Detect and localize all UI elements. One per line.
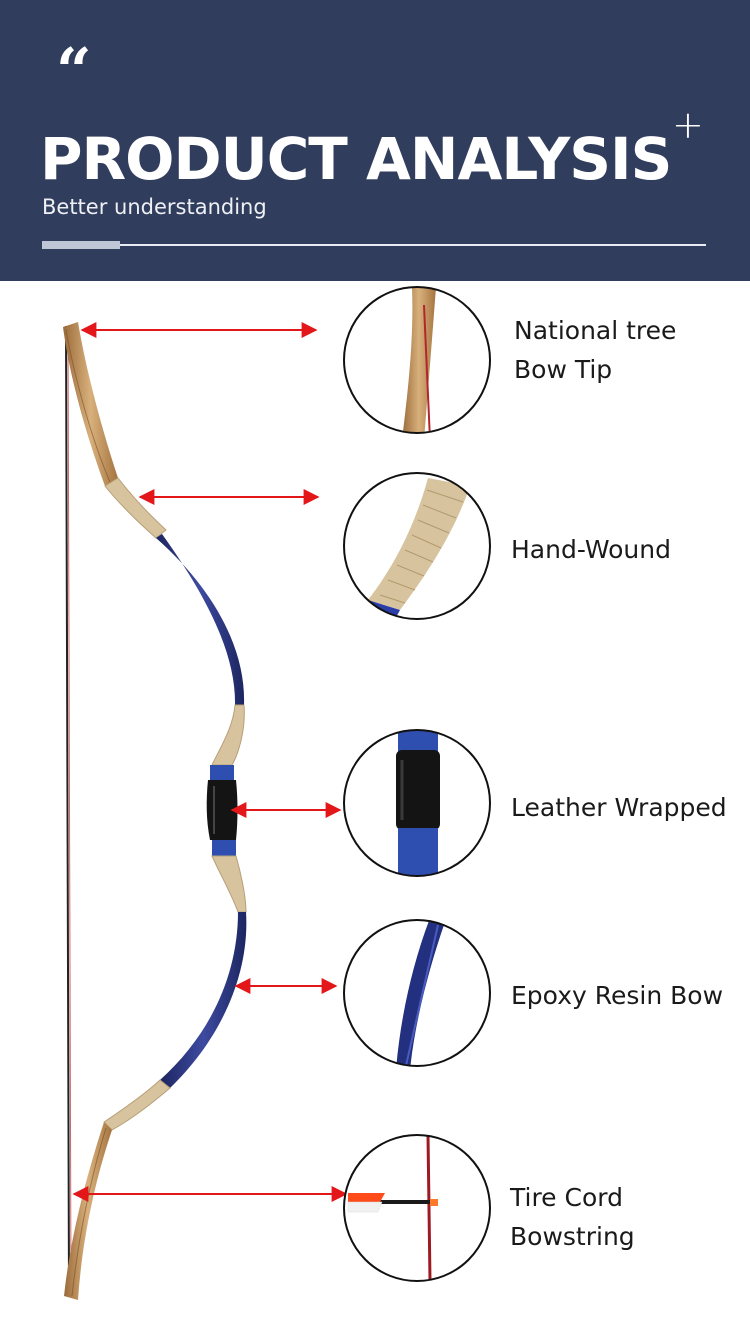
callout-arrows xyxy=(72,322,348,1202)
page-subtitle: Better understanding xyxy=(42,195,267,219)
plus-icon: + xyxy=(672,103,704,147)
bowstring-detail xyxy=(343,1134,491,1282)
bow-diagram xyxy=(63,286,491,1300)
bow xyxy=(63,322,247,1300)
feature-label-epoxy-resin: Epoxy Resin Bow xyxy=(511,976,723,1015)
divider xyxy=(42,244,706,246)
feature-label-hand-wound: Hand-Wound xyxy=(511,530,671,569)
feature-label-bow-tip: National tree Bow Tip xyxy=(514,311,676,389)
label-line: Bow Tip xyxy=(514,355,613,384)
label-line: Bowstring xyxy=(510,1222,635,1251)
leather-wrapped-detail xyxy=(343,729,491,877)
label-line: Tire Cord xyxy=(510,1183,623,1212)
hand-wound-detail xyxy=(343,472,491,620)
divider-accent xyxy=(42,241,120,249)
header-banner: “ + PRODUCT ANALYSIS Better understandin… xyxy=(0,0,750,281)
bowstring xyxy=(65,325,72,1291)
quote-mark-icon: “ xyxy=(56,34,92,107)
page-title: PRODUCT ANALYSIS xyxy=(40,125,672,193)
epoxy-resin-detail xyxy=(343,919,491,1067)
bow-tip-detail xyxy=(343,286,491,434)
label-line: Hand-Wound xyxy=(511,535,671,564)
feature-label-bowstring: Tire Cord Bowstring xyxy=(510,1178,635,1256)
label-line: Leather Wrapped xyxy=(511,793,727,822)
label-line: National tree xyxy=(514,316,677,345)
feature-label-leather-wrapped: Leather Wrapped xyxy=(511,788,727,827)
label-line: Epoxy Resin Bow xyxy=(511,981,724,1010)
